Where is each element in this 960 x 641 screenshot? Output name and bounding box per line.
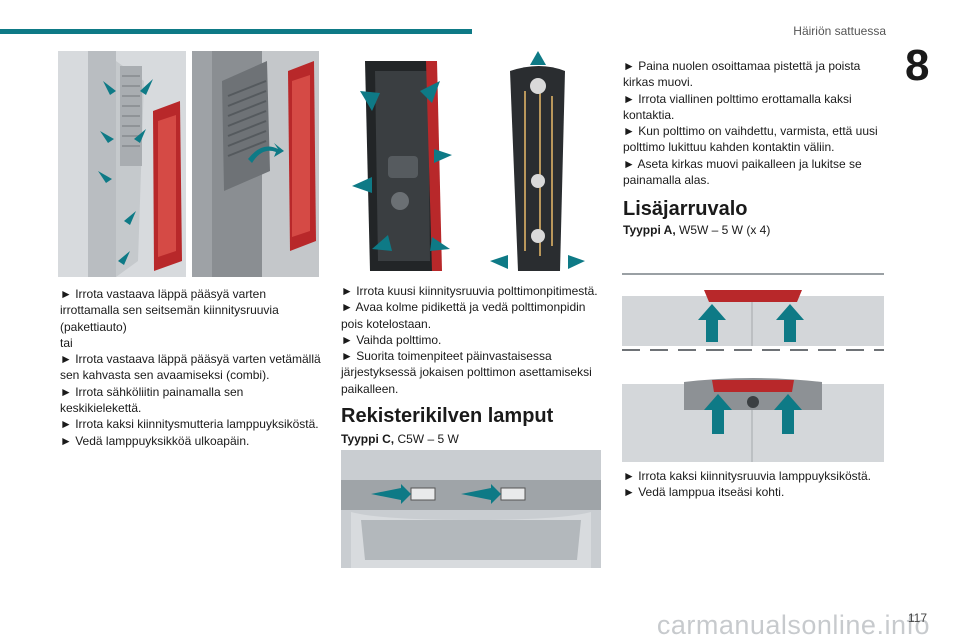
- instruction-step: ► Irrota kuusi kiinnitysruuvia polttimon…: [341, 284, 598, 298]
- figure-flap-handle: [192, 51, 319, 277]
- chapter-number: 8: [905, 41, 930, 90]
- col3-instructions: ► Paina nuolen osoittamaa pistettä ja po…: [623, 58, 887, 188]
- instruction-step: ► Vedä lamppua itseäsi kohti.: [623, 485, 785, 500]
- section-header: Häiriön sattuessa: [793, 24, 886, 38]
- instruction-step: tai: [60, 335, 73, 350]
- instruction-step: ► Paina nuolen osoittamaa pistettä ja po…: [623, 59, 861, 90]
- instruction-step: ► Aseta kirkas muovi paikalleen ja lukit…: [623, 156, 862, 188]
- col3-instructions-after: ► Irrota kaksi kiinnitysruuvia lamppuyks…: [623, 468, 887, 501]
- instruction-step: ► Irrota sähköliitin painamalla sen kesk…: [60, 384, 244, 416]
- instruction-step: ► Irrota viallinen polttimo erottamalla …: [623, 91, 852, 122]
- spec-type: Tyyppi C,: [341, 432, 395, 446]
- top-accent-bar: [0, 29, 472, 34]
- instruction-step: ► Irrota vastaava läppä pääsyä varten ve…: [60, 352, 321, 383]
- section-title-third-brake-light: Lisäjarruvalo: [623, 198, 748, 220]
- figure-brake-light-b: [622, 370, 884, 462]
- brake-light-spec: Tyyppi A, W5W – 5 W (x 4): [623, 223, 770, 237]
- spec-value: C5W – 5 W: [394, 432, 459, 446]
- col2-instructions: ► Irrota kuusi kiinnitysruuvia polttimon…: [341, 283, 603, 397]
- watermark: carmanualsonline.info: [656, 610, 930, 640]
- col1-instructions: ► Irrota vastaava läppä pääsyä varten ir…: [60, 286, 324, 449]
- figure-plate-lamps: [341, 450, 601, 568]
- instruction-step: ► Avaa kolme pidikettä ja vedä polttimon…: [341, 300, 586, 331]
- instruction-step: ► Irrota vastaava läppä pääsyä varten ir…: [60, 287, 279, 334]
- instruction-step: ► Kun polttimo on vaihdettu, varmista, e…: [623, 124, 878, 155]
- spec-type: Tyyppi A,: [623, 223, 676, 237]
- figure-brake-light-a: [622, 268, 884, 358]
- figure-bulb-holder: [340, 51, 600, 277]
- instruction-step: ► Suorita toimenpiteet päinvastaisessa j…: [341, 349, 592, 396]
- figure-flap-screws: [58, 51, 186, 277]
- section-title-plate-lamps: Rekisterikilven lamput: [341, 405, 554, 427]
- spec-value: W5W – 5 W (x 4): [675, 223, 771, 237]
- plate-lamp-spec: Tyyppi C, C5W – 5 W: [341, 432, 459, 446]
- instruction-step: ► Vaihda polttimo.: [341, 332, 442, 347]
- instruction-step: ► Irrota kaksi kiinnitysruuvia lamppuyks…: [623, 469, 871, 483]
- instruction-step: ► Irrota kaksi kiinnitysmutteria lamppuy…: [60, 417, 319, 432]
- instruction-step: ► Vedä lamppuyksikköä ulkoapäin.: [60, 433, 250, 448]
- page-number: 117: [907, 611, 927, 625]
